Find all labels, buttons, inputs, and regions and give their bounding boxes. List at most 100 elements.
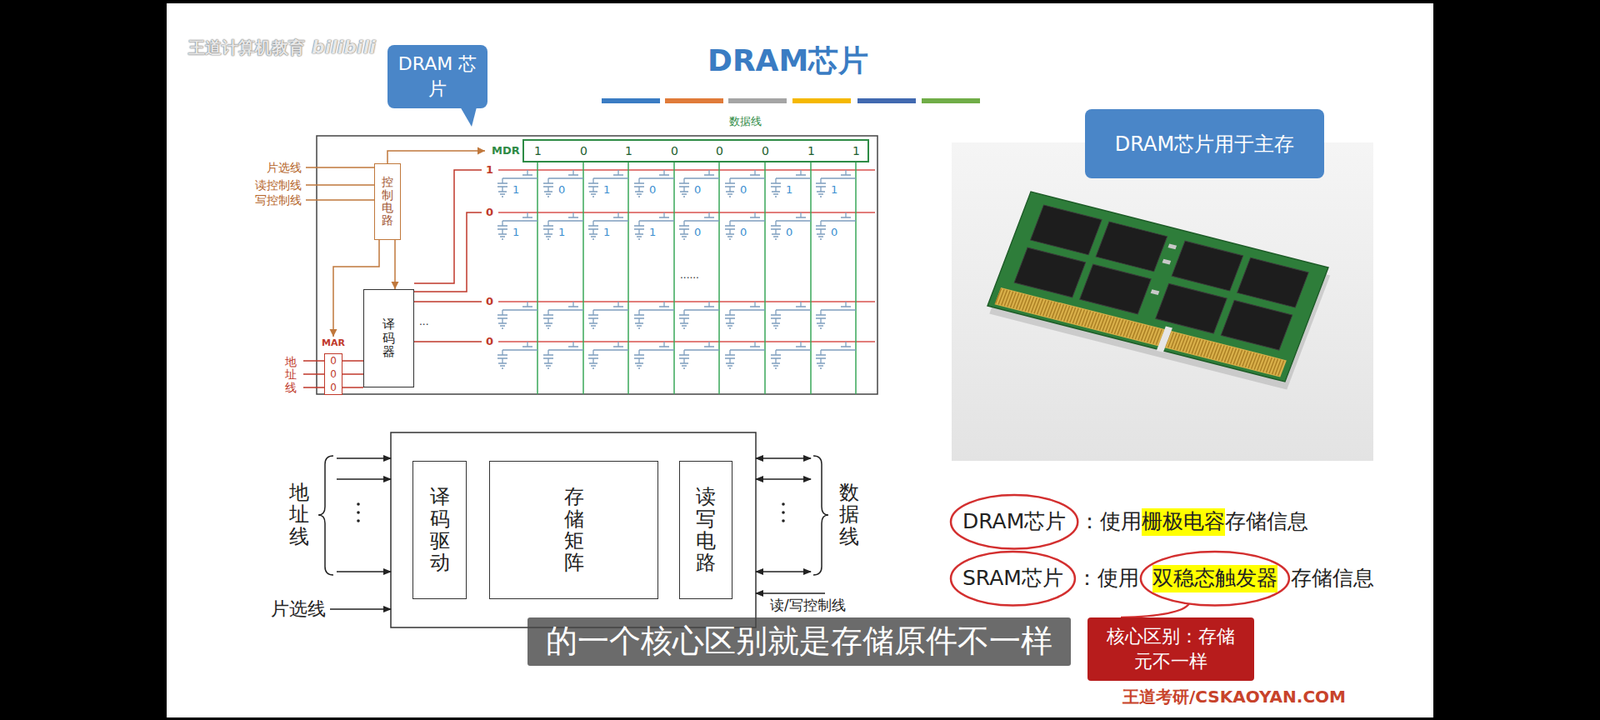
ram-module-photo	[951, 142, 1374, 461]
ram-module-photo	[1150, 289, 1160, 295]
bus-arrow	[336, 570, 391, 573]
text-stack: 读写电路	[695, 485, 716, 575]
body-text: 存储信息	[1290, 565, 1375, 593]
register-bit: 0	[761, 140, 770, 161]
register-bit: 0	[715, 140, 724, 161]
memory-cell	[725, 301, 765, 329]
hand-drawn-pointer	[1120, 604, 1190, 618]
bus-label: 地址线	[289, 481, 310, 548]
signal-label: 读控制线	[255, 178, 302, 192]
ram-module-photo	[1014, 247, 1086, 298]
memory-cell	[543, 170, 584, 197]
memory-cell	[770, 341, 811, 369]
circuit-frame	[316, 135, 878, 395]
memory-cell	[497, 341, 538, 369]
connector	[342, 360, 364, 388]
ram-module-photo	[1155, 283, 1228, 334]
cell-bit: 0	[694, 183, 701, 197]
word-select-wires	[414, 170, 482, 342]
address-wires	[303, 360, 325, 388]
box-text: 读写电路	[695, 485, 716, 575]
ram-module-photo	[1167, 243, 1177, 250]
callout-box: DRAM芯片用于主存	[1085, 109, 1325, 179]
body-text: 存储信息	[1225, 508, 1309, 536]
footer-brand: 王道考研/CSKAOYAN.COM	[1122, 686, 1346, 707]
text-line: SRAM芯片：使用双稳态触发器存储信息	[962, 565, 1375, 593]
note-box: 核心区别：存储元不一样	[1087, 617, 1255, 681]
memory-cell	[725, 170, 765, 197]
register-bit: 1	[807, 140, 815, 161]
text-stack: 译码驱动	[430, 485, 450, 575]
decoder-driver-box: 译码驱动	[412, 460, 467, 600]
bus-arrow	[336, 457, 391, 460]
arrowhead	[477, 147, 485, 155]
bus-arrow	[330, 608, 391, 610]
word-line-value: 0	[485, 335, 494, 349]
memory-cell	[497, 212, 538, 240]
memory-cell	[634, 301, 675, 329]
decoder-box: 译码器	[363, 289, 415, 388]
memory-cell	[588, 212, 629, 240]
cell-bit: 1	[558, 225, 565, 240]
chip-outline	[390, 432, 756, 628]
ram-module-photo	[997, 295, 1284, 369]
memory-cell	[679, 301, 720, 329]
connector	[387, 147, 485, 165]
watermark: bilibili	[311, 36, 376, 59]
subtitle-band: 的一个核心区别就是存储原件不一样	[527, 617, 1071, 666]
vertical-ellipsis	[356, 510, 360, 515]
control-circuit-box: 控制电路	[374, 163, 401, 240]
register-bit: 0	[325, 354, 342, 368]
mar-register: MAR000	[319, 336, 348, 395]
title-underline-bars	[665, 98, 724, 104]
ram-module-photo	[995, 287, 1287, 377]
bus-arrow	[330, 458, 825, 610]
vertical-ellipsis	[781, 519, 785, 523]
memory-cell	[497, 170, 856, 369]
title-underline-bars	[792, 98, 851, 104]
cell-bit: 1	[512, 225, 520, 240]
ellipsis: ......	[680, 269, 700, 281]
cell-bit: 1	[785, 183, 793, 197]
register-bit: 0	[325, 367, 342, 381]
callout-box: DRAM 芯片	[387, 45, 488, 109]
bus-arrow	[755, 592, 825, 595]
memory-cell	[588, 341, 629, 369]
title-underline-bars	[728, 98, 787, 104]
chip-name: SRAM芯片	[962, 565, 1064, 593]
register-bit: 0	[670, 140, 679, 161]
ram-module-photo	[1080, 264, 1152, 315]
hand-drawn-circle	[950, 551, 1075, 606]
arrowhead	[391, 281, 400, 290]
word-lines	[498, 170, 875, 342]
bus-arrow	[755, 457, 811, 460]
bit-lines	[537, 160, 856, 395]
ram-module-photo	[987, 191, 1329, 382]
text-stack: 译码器	[382, 317, 395, 360]
hand-drawn-circle	[1140, 551, 1290, 606]
ram-module-photo	[1162, 259, 1172, 265]
memory-cell	[543, 212, 584, 240]
bus-brace	[813, 455, 829, 575]
cell-bit: 0	[649, 183, 656, 197]
vertical-ellipsis	[781, 502, 785, 506]
watermark: 王道计算机教育	[188, 37, 305, 58]
control-wires	[305, 167, 375, 200]
text-line: DRAM芯片：使用栅极电容存储信息	[962, 508, 1309, 536]
connector-line	[342, 386, 364, 389]
storage-matrix-box: 存储矩阵	[489, 460, 659, 600]
cell-bit: 1	[603, 225, 610, 240]
ram-module-photo	[1220, 300, 1293, 350]
body-text: ：使用	[1076, 565, 1140, 593]
signal-label: 片选线	[266, 160, 302, 175]
box-text: DRAM 芯片	[397, 51, 478, 102]
box-text: 存储矩阵	[564, 485, 585, 575]
memory-cell	[725, 212, 765, 240]
bus-arrow	[336, 478, 391, 480]
text-stack: DRAM 芯片	[397, 51, 478, 102]
memory-cell	[588, 170, 629, 197]
connector	[391, 240, 400, 290]
bus-arrow	[755, 478, 811, 480]
box-text: 核心区别：存储元不一样	[1099, 624, 1243, 675]
chip-outline	[390, 432, 756, 628]
